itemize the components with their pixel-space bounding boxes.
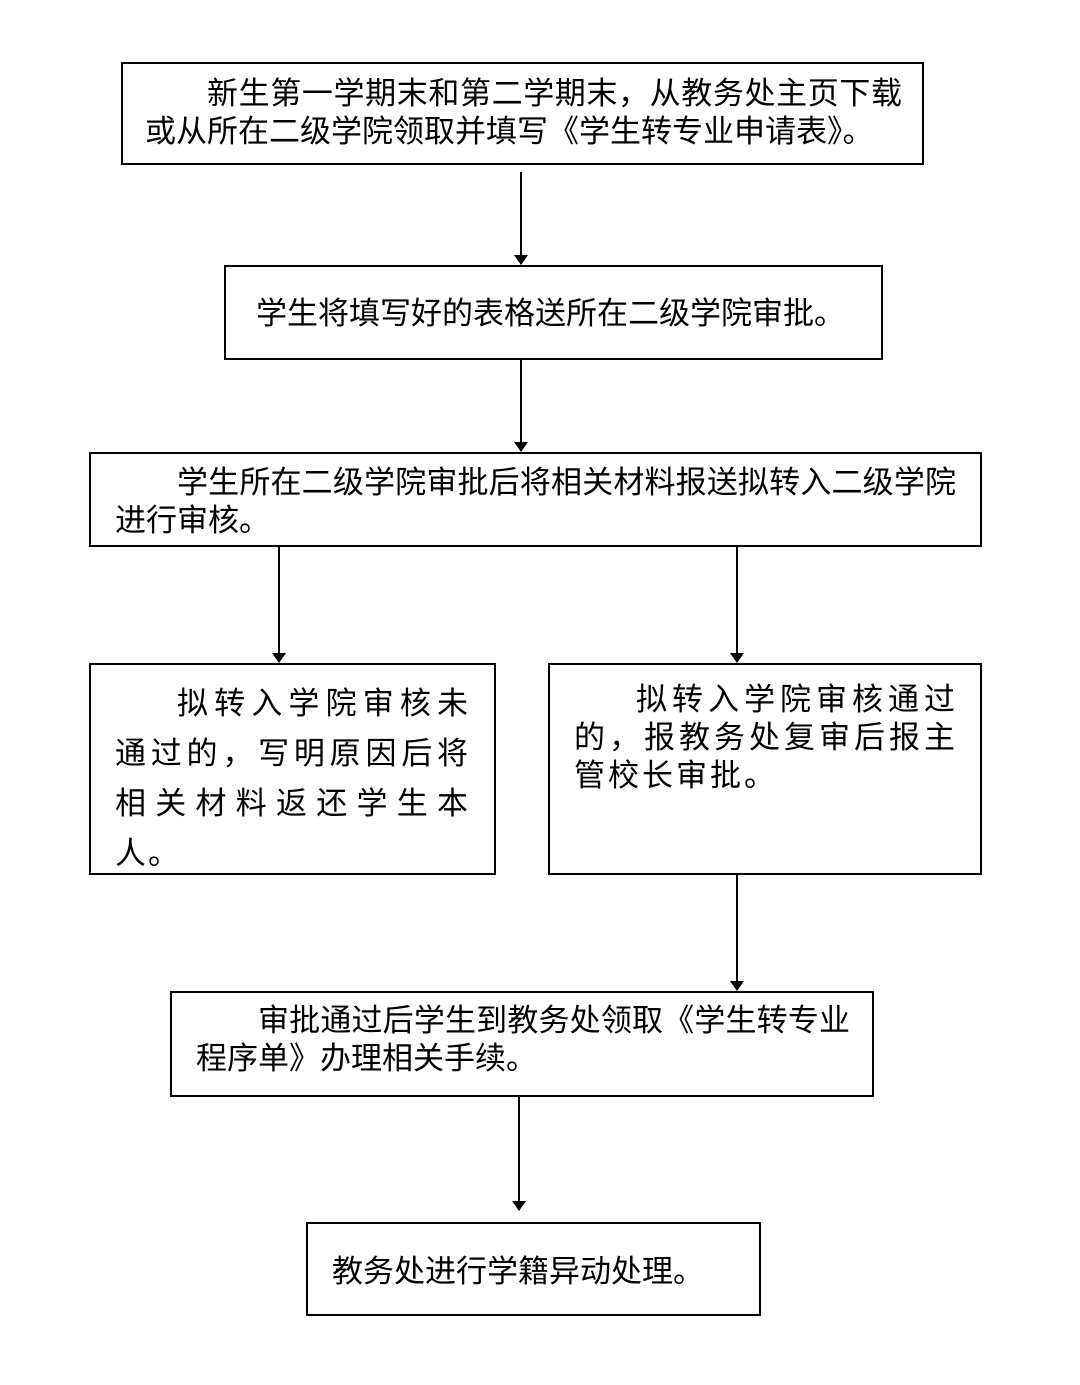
step2-text: 学生将填写好的表格送所在二级学院审批。 xyxy=(256,296,845,332)
step4-approved-text: 拟转入学院审核通过的，报教务处复审后报主管校长审批。 xyxy=(574,682,958,794)
step5-text: 审批通过后学生到教务处领取《学生转专业程序单》办理相关手续。 xyxy=(196,1003,850,1077)
step1-box: 新生第一学期末和第二学期末，从教务处主页下载或从所在二级学院领取并填写《学生转专… xyxy=(121,62,924,165)
step4-approved-box: 拟转入学院审核通过的，报教务处复审后报主管校长审批。 xyxy=(548,663,982,875)
step3-text: 学生所在二级学院审批后将相关材料报送拟转入二级学院进行审核。 xyxy=(115,465,956,539)
step3-box: 学生所在二级学院审批后将相关材料报送拟转入二级学院进行审核。 xyxy=(89,452,982,547)
step4-rejected-box: 拟转入学院审核未通过的，写明原因后将相关材料返还学生本人。 xyxy=(89,663,496,875)
step5-box: 审批通过后学生到教务处领取《学生转专业程序单》办理相关手续。 xyxy=(170,991,874,1097)
step4-rejected-text: 拟转入学院审核未通过的，写明原因后将相关材料返还学生本人。 xyxy=(115,686,470,872)
step6-box: 教务处进行学籍异动处理。 xyxy=(306,1222,761,1316)
step6-text: 教务处进行学籍异动处理。 xyxy=(332,1254,704,1290)
step2-box: 学生将填写好的表格送所在二级学院审批。 xyxy=(224,265,883,360)
step1-text: 新生第一学期末和第二学期末，从教务处主页下载或从所在二级学院领取并填写《学生转专… xyxy=(145,76,902,150)
